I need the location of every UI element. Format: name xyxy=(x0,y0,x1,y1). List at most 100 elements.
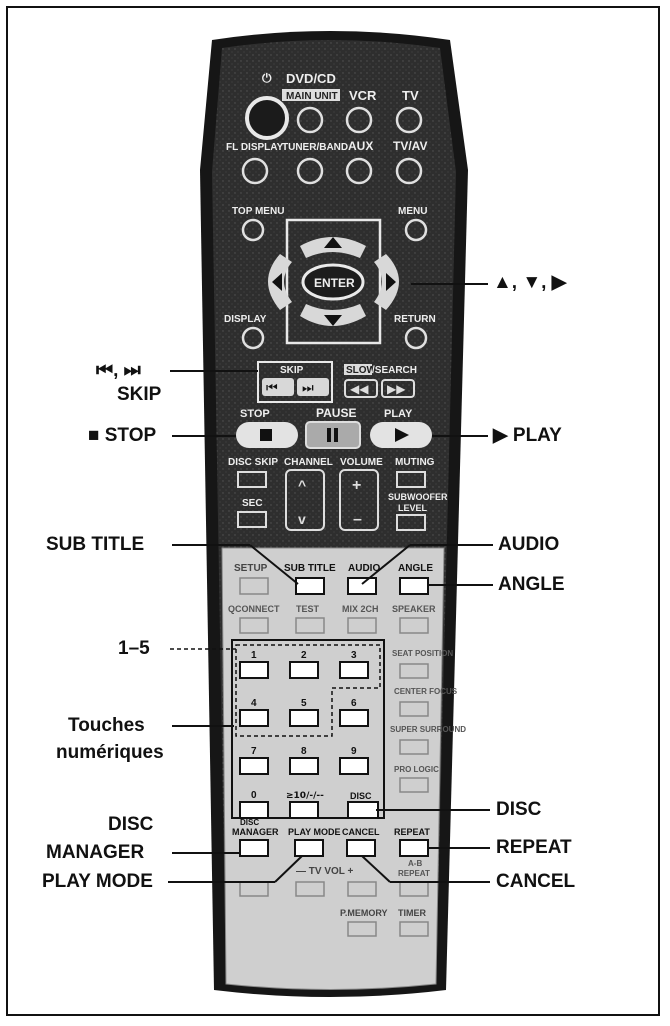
disc-manager-button[interactable] xyxy=(239,839,269,857)
label-muting: MUTING xyxy=(395,457,435,468)
qconnect-button[interactable] xyxy=(239,617,269,634)
label-speaker: SPEAKER xyxy=(392,604,436,614)
svg-text:–: – xyxy=(353,511,362,528)
sub-title-button[interactable] xyxy=(295,577,325,595)
label-menu: MENU xyxy=(398,206,427,217)
callout-skip-symbols: ⏮, ⏭ xyxy=(96,360,141,381)
disc-button[interactable] xyxy=(347,801,379,819)
digit-label-6: 6 xyxy=(351,698,357,709)
subwoofer-level-button[interactable] xyxy=(396,514,426,531)
digit-key-5[interactable] xyxy=(289,709,319,727)
callout-cancel: CANCEL xyxy=(496,871,576,892)
digit-key-7[interactable] xyxy=(239,757,269,775)
label-timer: TIMER xyxy=(398,908,426,918)
label-mix-2ch: MIX 2CH xyxy=(342,604,379,614)
label-search: /SEARCH xyxy=(372,365,417,376)
leader-lines xyxy=(168,283,493,883)
label-cancel: CANCEL xyxy=(342,827,380,837)
digit-key-9[interactable] xyxy=(339,757,369,775)
pause-button[interactable] xyxy=(305,421,361,449)
leader-play-mode-b xyxy=(274,855,303,883)
left-arrow-icon xyxy=(272,273,282,291)
rewind-button[interactable] xyxy=(344,379,378,398)
fl-display-button[interactable] xyxy=(241,157,269,185)
fast-forward-button[interactable] xyxy=(381,379,415,398)
display-button[interactable] xyxy=(241,326,265,350)
digit-key-6[interactable] xyxy=(339,709,369,727)
tv-vol-plus-button[interactable] xyxy=(347,881,377,897)
angle-button[interactable] xyxy=(399,577,429,595)
power-button[interactable] xyxy=(245,96,289,140)
label-test: TEST xyxy=(296,604,320,614)
skip-back-button[interactable] xyxy=(262,378,294,396)
digit-label-7: 7 xyxy=(251,746,257,757)
label-skip: SKIP xyxy=(280,365,304,376)
label-repeat: REPEAT xyxy=(394,827,430,837)
callout-disc-manager-2: MANAGER xyxy=(46,842,145,863)
audio-button[interactable] xyxy=(347,577,377,595)
tv-button[interactable] xyxy=(395,106,423,134)
svg-text:+: + xyxy=(352,477,361,494)
digit-key-0[interactable] xyxy=(239,801,269,819)
center-focus-button[interactable] xyxy=(399,701,429,717)
tuner-band-button[interactable] xyxy=(296,157,324,185)
setup-button[interactable] xyxy=(239,577,269,595)
return-button[interactable] xyxy=(404,326,428,350)
keys-1-5-dashed-box xyxy=(235,644,381,737)
skip-back-icon: ⏮ xyxy=(266,381,278,396)
cancel-button[interactable] xyxy=(346,839,376,857)
callout-skip: SKIP xyxy=(117,384,162,405)
label-main-unit: MAIN UNIT xyxy=(286,91,338,102)
tv-vol-minus-button[interactable] xyxy=(295,881,325,897)
volume-rocker[interactable] xyxy=(339,469,379,531)
greater-10-key[interactable] xyxy=(289,801,319,819)
label-vcr: VCR xyxy=(349,88,377,103)
dvdcd-button[interactable] xyxy=(296,106,324,134)
vcr-button[interactable] xyxy=(345,106,373,134)
pro-logic-button[interactable] xyxy=(399,777,429,793)
skip-forward-icon: ⏭ xyxy=(302,381,314,396)
label-slow: SLOW xyxy=(346,365,377,376)
seat-position-button[interactable] xyxy=(399,663,429,679)
top-menu-button[interactable] xyxy=(241,218,265,242)
tv-av-button[interactable] xyxy=(395,157,423,185)
label-seat-position: SEAT POSITION xyxy=(392,649,453,658)
sec-button[interactable] xyxy=(237,511,267,528)
super-surround-button[interactable] xyxy=(399,739,429,755)
digit-key-3[interactable] xyxy=(339,661,369,679)
repeat-button[interactable] xyxy=(399,839,429,857)
channel-rocker[interactable] xyxy=(285,469,325,531)
digit-label-5: 5 xyxy=(301,698,307,709)
digit-label-1: 1 xyxy=(251,650,257,661)
muting-button[interactable] xyxy=(396,471,426,488)
callout-play-mode: PLAY MODE xyxy=(42,871,153,892)
enter-button[interactable] xyxy=(301,263,365,301)
label-aux: AUX xyxy=(348,139,373,153)
mix-2ch-button[interactable] xyxy=(347,617,377,634)
source-buttons: ⏻ DVD/CD MAIN UNIT VCR TV FL DISPLAY TUN… xyxy=(226,71,427,185)
speaker-button[interactable] xyxy=(399,617,429,634)
label-display: DISPLAY xyxy=(224,314,267,325)
aux-button[interactable] xyxy=(345,157,373,185)
label-setup: SETUP xyxy=(234,563,268,574)
digit-key-2[interactable] xyxy=(289,661,319,679)
skip-forward-button[interactable] xyxy=(297,378,329,396)
digit-key-1[interactable] xyxy=(239,661,269,679)
navigation-section: TOP MENU MENU ENTER DISPLAY RETURN xyxy=(224,206,436,350)
digit-label-9: 9 xyxy=(351,746,357,757)
volume-section: DISC SKIP CHANNEL VOLUME MUTING ^ v + – … xyxy=(228,457,448,531)
play-mode-button[interactable] xyxy=(294,839,324,857)
svg-text:v: v xyxy=(298,511,306,527)
timer-button[interactable] xyxy=(399,921,429,937)
leader-sub-title-b xyxy=(249,544,299,585)
label-ab-repeat: REPEAT xyxy=(398,869,430,878)
digit-key-4[interactable] xyxy=(239,709,269,727)
menu-button[interactable] xyxy=(404,218,428,242)
up-arrow-icon xyxy=(324,237,342,248)
digit-key-8[interactable] xyxy=(289,757,319,775)
callout-audio: AUDIO xyxy=(498,534,560,555)
test-button[interactable] xyxy=(295,617,325,634)
p-memory-button[interactable] xyxy=(347,921,377,937)
disc-skip-button[interactable] xyxy=(237,471,267,488)
